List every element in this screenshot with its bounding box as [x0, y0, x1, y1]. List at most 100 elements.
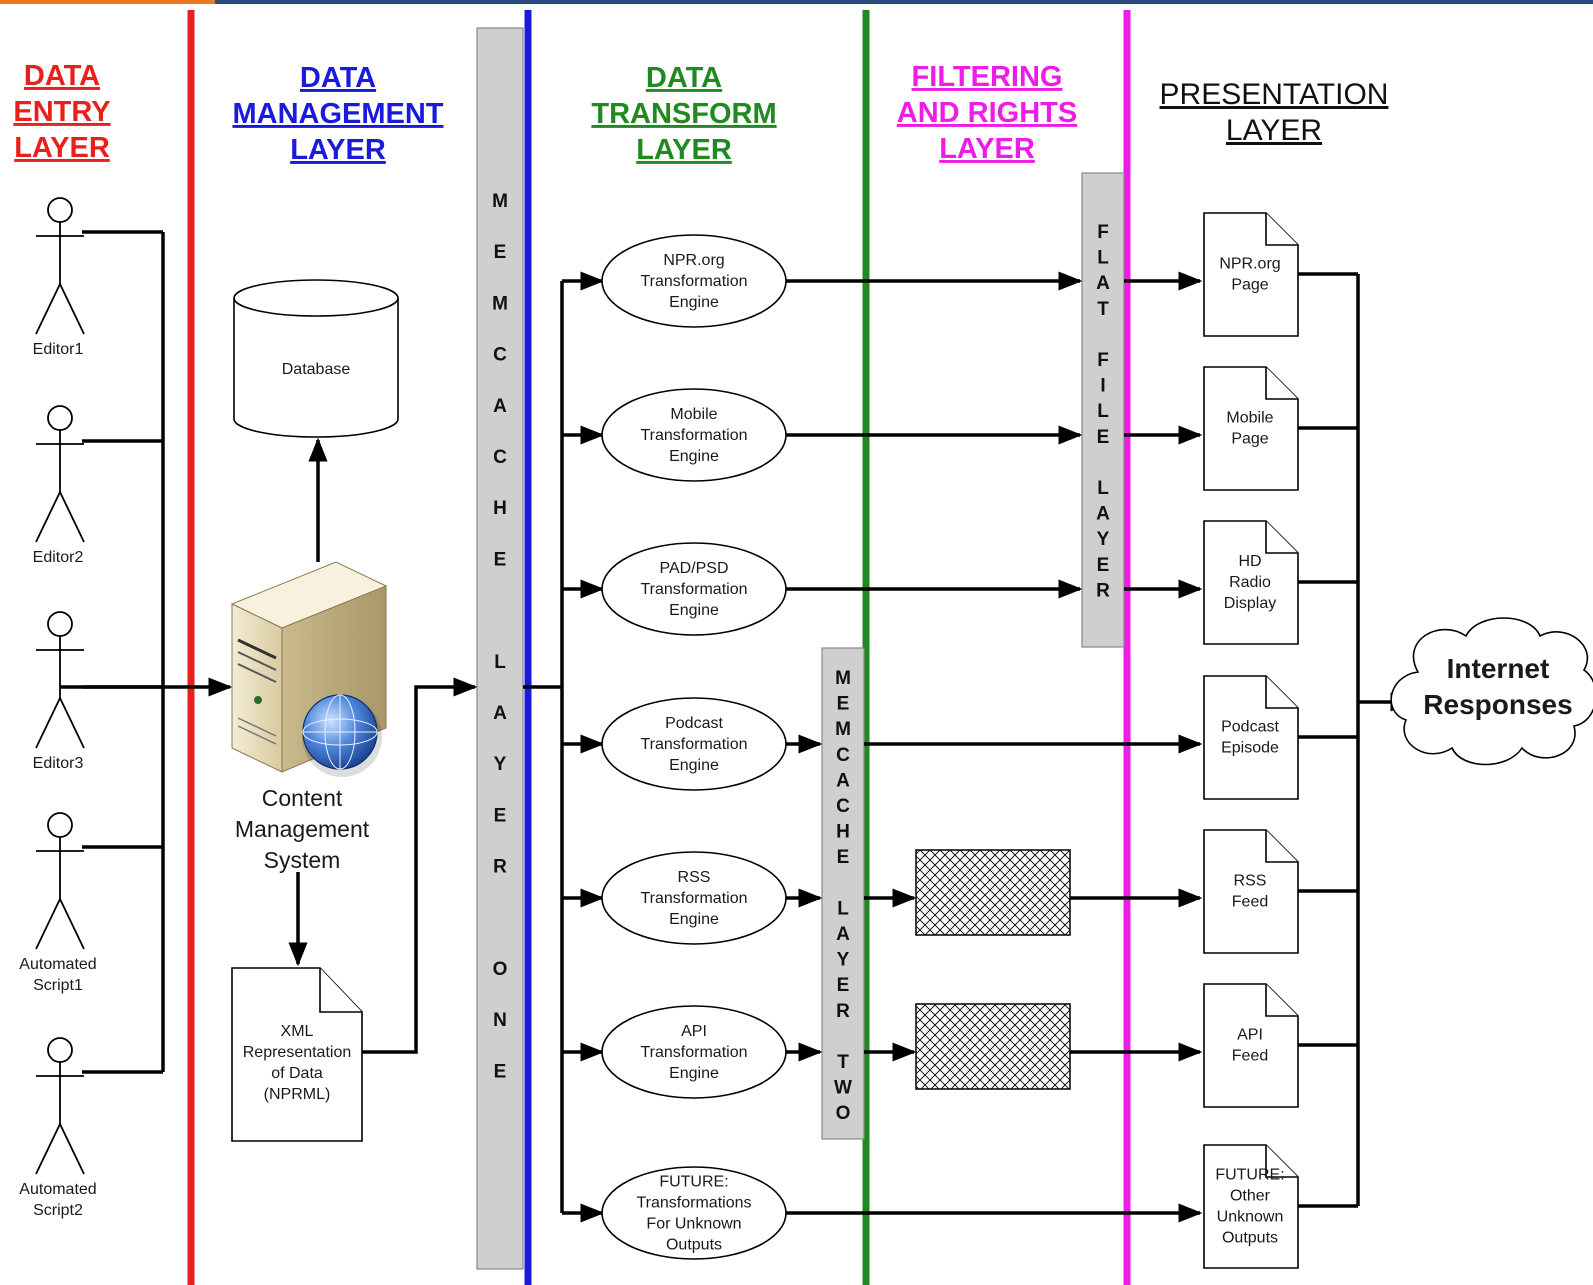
text-line: Management: [235, 816, 370, 842]
text-line: Unknown: [1217, 1209, 1284, 1226]
text-line: Responses: [1423, 689, 1572, 720]
bar-letter: E: [1097, 555, 1110, 576]
bar-letter: O: [836, 1103, 851, 1124]
bar-letter: A: [1096, 504, 1110, 525]
database-icon: [233, 279, 399, 438]
bar-letter: E: [494, 549, 507, 570]
text-line: Script1: [33, 977, 83, 994]
bar-letter: L: [494, 652, 506, 673]
bar-letter: A: [1096, 273, 1110, 294]
database-label: Database: [282, 361, 351, 378]
document-icon: [1203, 829, 1299, 954]
text-line: NPR.org: [1219, 256, 1280, 273]
bar-letter: R: [493, 857, 507, 878]
bar-letter: M: [492, 191, 508, 212]
actor-icon: [35, 197, 85, 335]
text-line: FUTURE:: [1215, 1167, 1284, 1184]
bar-letter: W: [834, 1078, 852, 1099]
rss-filter-block: [915, 849, 1071, 936]
text-line: Engine: [669, 448, 719, 465]
text-line: RSS: [678, 869, 711, 886]
actor-icon: [35, 611, 85, 749]
bar-letter: Y: [494, 754, 507, 775]
bar-letter: N: [493, 1010, 507, 1031]
bar-letter: E: [837, 847, 850, 868]
text-line: FUTURE:: [659, 1174, 728, 1191]
document-icon: [1203, 983, 1299, 1108]
memcache-layer-two-bar: [821, 647, 865, 1140]
bar-letter: M: [835, 719, 851, 740]
text-line: Editor3: [33, 755, 84, 772]
text-line: Engine: [669, 294, 719, 311]
text-line: DATA: [24, 60, 100, 92]
bar-letter: L: [1097, 248, 1109, 269]
xml-document-icon: [231, 967, 363, 1142]
text-line: Transformation: [641, 890, 748, 907]
text-line: Other: [1230, 1188, 1271, 1205]
text-line: of Data: [271, 1065, 323, 1082]
text-line: Mobile: [670, 406, 717, 423]
text-line: (NPRML): [264, 1086, 331, 1103]
text-line: AND RIGHTS: [897, 97, 1077, 129]
text-line: Transformations: [637, 1195, 752, 1212]
text-line: Transformation: [641, 427, 748, 444]
text-line: LAYER: [290, 134, 386, 166]
actor-label: Editor2: [33, 549, 84, 566]
engine-ellipse: [601, 234, 787, 328]
text-line: For Unknown: [646, 1216, 741, 1233]
text-line: LAYER: [1226, 114, 1322, 147]
text-line: Outputs: [1222, 1230, 1278, 1247]
bar-letter: A: [493, 703, 507, 724]
actor-icon: [35, 1037, 85, 1175]
text-line: DATA: [300, 62, 376, 94]
bar-letter: C: [493, 447, 507, 468]
connector: [362, 677, 478, 1054]
bar-letter: L: [1097, 478, 1109, 499]
top-border: [0, 0, 1593, 4]
engine-ellipse: [601, 388, 787, 482]
bar-letter: H: [493, 498, 507, 519]
bar-letter: H: [836, 822, 850, 843]
text-line: API: [1237, 1027, 1263, 1044]
text-line: Transformation: [641, 273, 748, 290]
text-line: Editor1: [33, 341, 84, 358]
bar-letter: M: [492, 293, 508, 314]
bar-letter: E: [837, 975, 850, 996]
bar-letter: R: [836, 1001, 850, 1022]
text-line: API: [681, 1023, 707, 1040]
document-icon: [1203, 212, 1299, 337]
text-line: FILTERING: [912, 61, 1063, 93]
top-border-accent: [0, 0, 215, 4]
text-line: Page: [1231, 277, 1268, 294]
bar-letter: E: [494, 1061, 507, 1082]
actor-icon: [35, 405, 85, 543]
actor-label: Editor1: [33, 341, 84, 358]
text-line: Episode: [1221, 740, 1279, 757]
bar-letter: E: [837, 694, 850, 715]
document-icon: [1203, 366, 1299, 491]
bar-letter: F: [1097, 222, 1109, 243]
